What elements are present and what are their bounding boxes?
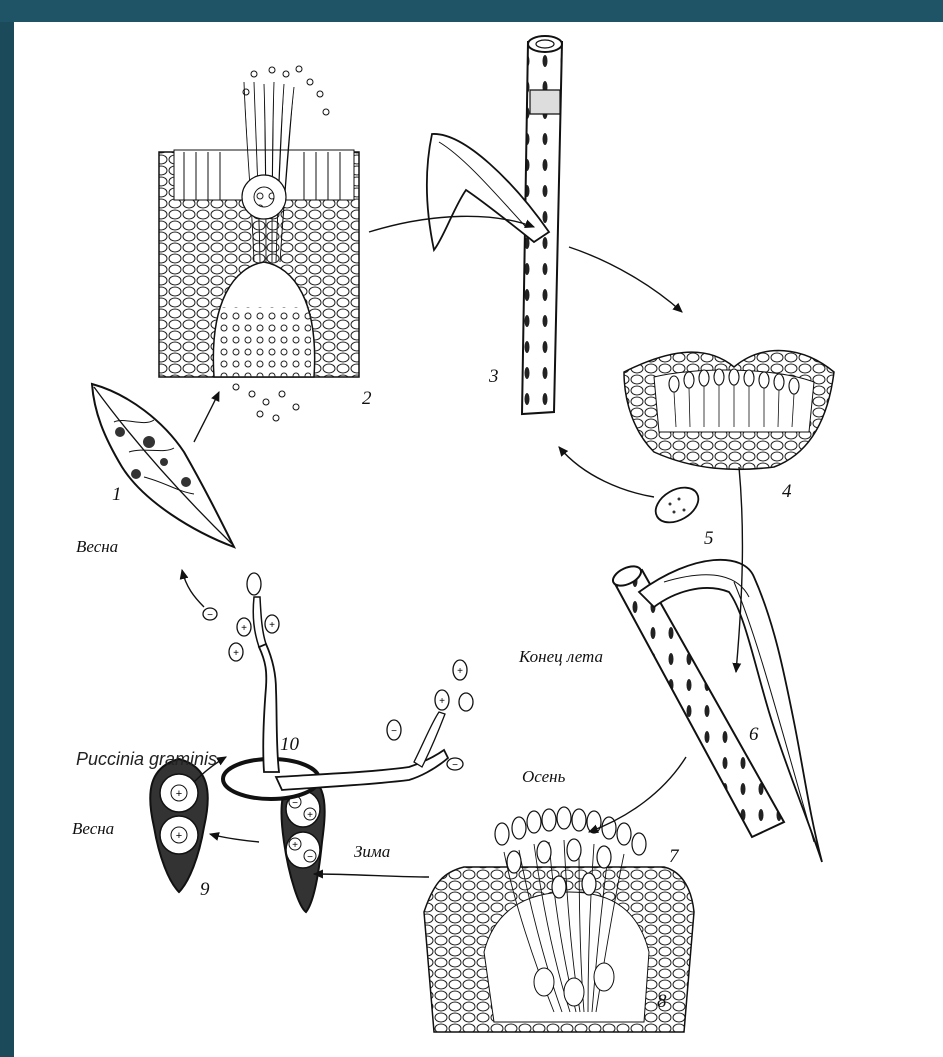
stage-number-1: 1 — [112, 484, 122, 505]
stage-6-mature-stem — [610, 560, 822, 862]
stage-4-uredinium-section — [624, 351, 834, 470]
spore-sign: + — [292, 840, 298, 851]
stage-number-10: 10 — [280, 734, 300, 755]
stage-number-4: 4 — [782, 481, 792, 502]
stage-9-teliospore: + + — [150, 759, 208, 892]
spore-sign: − — [452, 760, 458, 771]
stage-10-basidium: + + + − + + − − — [203, 573, 473, 799]
stage-number-2: 2 — [362, 388, 372, 409]
stage-number-3: 3 — [488, 366, 499, 387]
arrow-10-to-1 — [182, 570, 204, 607]
season-label-spring-bottom: Весна — [72, 819, 114, 838]
arrow-3-to-4 — [569, 247, 682, 312]
arrow-7-to-winter — [314, 874, 429, 877]
spore-sign: − — [207, 610, 213, 621]
season-label-spring-top: Весна — [76, 537, 118, 556]
season-label-end-of-summer: Конец лета — [518, 647, 603, 666]
arrow-5-to-3 — [559, 447, 654, 497]
stage-number-6: 6 — [749, 724, 759, 745]
diagram-caption: Puccinia graminis — [76, 749, 217, 770]
spore-sign: − — [292, 798, 298, 809]
spore-sign: + — [241, 623, 247, 634]
spore-sign: + — [457, 666, 463, 677]
diagram-page: − + + − + + — [14, 22, 943, 1057]
season-label-winter: Зима — [354, 842, 390, 861]
spore-sign: + — [307, 810, 313, 821]
stage-7-8-telium-section — [424, 807, 694, 1032]
spore-sign: + — [269, 620, 275, 631]
arrow-winter-to-9 — [210, 834, 259, 842]
season-label-autumn: Осень — [522, 767, 566, 786]
stage-number-7: 7 — [669, 846, 680, 867]
arrow-1-to-2 — [194, 392, 219, 442]
stage-number-8: 8 — [657, 991, 667, 1012]
stage-2-aecium-section — [159, 66, 359, 421]
life-cycle-diagram: − + + − + + — [14, 22, 943, 1057]
window-top-bar — [0, 0, 943, 22]
spore-sign: + — [233, 648, 239, 659]
spore-sign: + — [176, 788, 182, 800]
spore-sign: + — [439, 696, 445, 707]
stage-5-urediniospore — [650, 481, 705, 530]
stage-3-wheat-stem — [427, 36, 562, 414]
stage-number-5: 5 — [704, 528, 714, 549]
spore-sign: − — [391, 726, 397, 737]
spore-sign: + — [176, 830, 182, 842]
stage-number-9: 9 — [200, 879, 210, 900]
spore-sign: − — [307, 852, 313, 863]
stage-1-barberry-leaf — [92, 384, 234, 547]
